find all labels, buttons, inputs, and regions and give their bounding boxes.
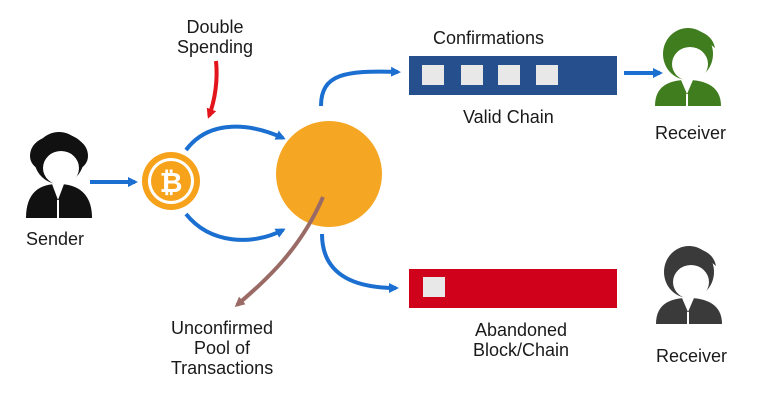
double-spending-line1: Double bbox=[186, 17, 244, 37]
unconfirmed-pool-label: Unconfirmed Pool of Transactions bbox=[158, 318, 286, 378]
coin-to-pool-lower-arrow bbox=[184, 212, 286, 242]
pool-to-unconfirmed-arrow bbox=[234, 196, 325, 307]
receiver-valid-person-icon bbox=[655, 28, 721, 106]
unconfirmed-line1: Unconfirmed bbox=[170, 318, 274, 338]
pool-to-valid-chain-arrow bbox=[319, 66, 401, 107]
unconfirmed-line3: Transactions bbox=[170, 358, 274, 378]
pool-to-abandoned-chain-arrow bbox=[320, 233, 399, 293]
receiver-abandoned-label: Receiver bbox=[656, 346, 728, 366]
sender-label: Sender bbox=[26, 229, 85, 249]
double-spending-label: Double Spending bbox=[170, 17, 260, 57]
coin-to-pool-upper-arrow bbox=[184, 124, 286, 152]
unconfirmed-line2: Pool of bbox=[193, 338, 251, 358]
bitcoin-icon: ₿ bbox=[142, 152, 200, 210]
abandoned-line2: Block/Chain bbox=[472, 340, 570, 360]
valid-chain-bar bbox=[409, 56, 617, 95]
valid-chain-block bbox=[461, 65, 483, 85]
svg-text:₿: ₿ bbox=[160, 166, 183, 199]
receiver-abandoned-person-icon bbox=[656, 246, 722, 324]
abandoned-chain-label: Abandoned Block/Chain bbox=[462, 320, 580, 360]
valid-chain-label: Valid Chain bbox=[463, 107, 554, 127]
valid-chain-block bbox=[422, 65, 444, 85]
abandoned-chain-bar bbox=[409, 269, 617, 308]
receiver-valid-label: Receiver bbox=[655, 123, 727, 143]
valid-chain-block bbox=[498, 65, 520, 85]
abandoned-line1: Abandoned bbox=[474, 320, 568, 340]
transaction-pool-circle bbox=[276, 121, 382, 227]
double-spending-line2: Spending bbox=[176, 37, 254, 57]
sender-person-icon bbox=[26, 132, 92, 218]
valid-chain-block bbox=[536, 65, 558, 85]
abandoned-chain-block bbox=[423, 277, 445, 297]
confirmations-label: Confirmations bbox=[433, 28, 545, 48]
double-spending-arrow bbox=[206, 60, 219, 119]
